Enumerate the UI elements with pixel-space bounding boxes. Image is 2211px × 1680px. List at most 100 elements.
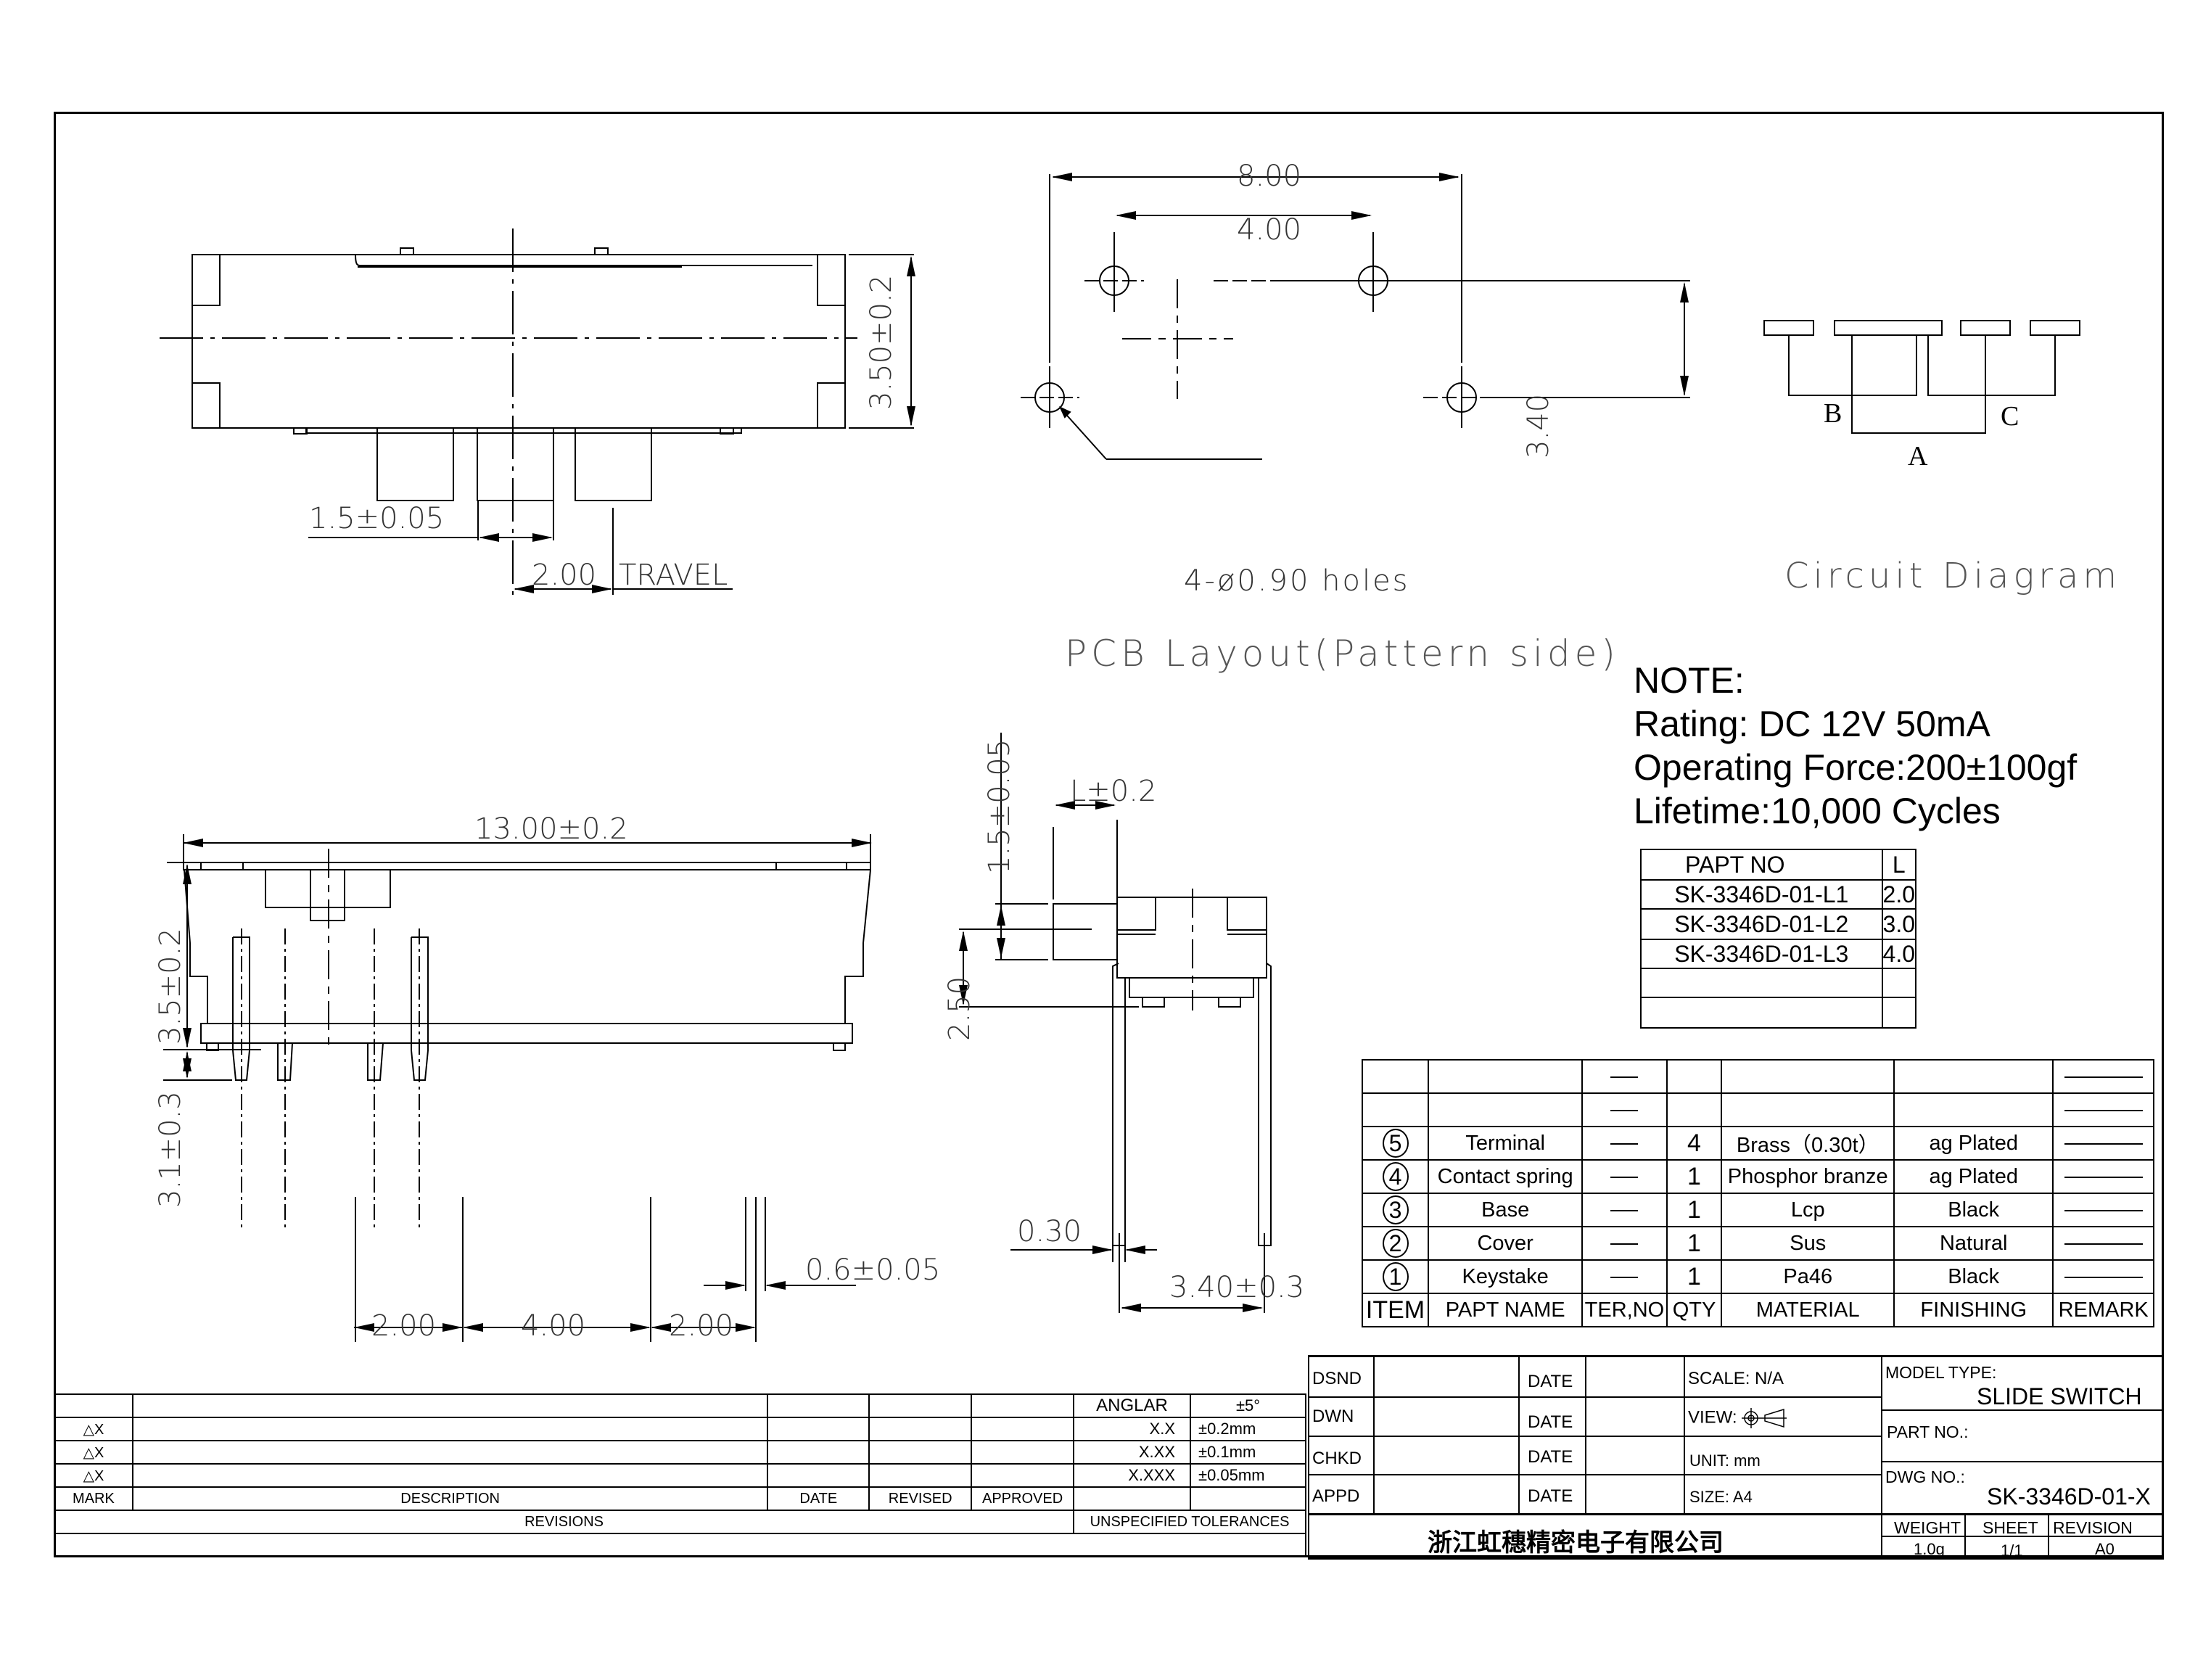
- pcb-holes-label: 4-ø0.90 holes: [1184, 564, 1410, 598]
- pcb-layout-caption: PCB Layout(Pattern side): [1065, 633, 1620, 675]
- notes-rating: Rating: DC 12V 50mA: [1634, 704, 1990, 744]
- col-header-description: DESCRIPTION: [131, 1486, 769, 1511]
- item-number-badge: 1: [1382, 1262, 1409, 1291]
- top-view-outline: [160, 228, 915, 595]
- checked-by-label: CHKD: [1312, 1449, 1362, 1468]
- material-cell: Lcp: [1721, 1193, 1895, 1227]
- qty-cell: 4: [1666, 1126, 1723, 1161]
- part-name-cell: Terminal: [1427, 1126, 1584, 1161]
- scale-label: SCALE: N/A: [1688, 1369, 1784, 1388]
- l-cell: 3.0: [1881, 908, 1917, 940]
- date-label: DATE: [1528, 1486, 1573, 1506]
- revision-mark: △X: [54, 1440, 133, 1465]
- revisions-footer: REVISIONS: [53, 1510, 1075, 1534]
- tolerance-label: X.XXX: [1073, 1463, 1191, 1488]
- tolerance-label: ANGLAR: [1073, 1393, 1191, 1418]
- col-header-date: DATE: [767, 1486, 870, 1511]
- top-view-travel-label: TRAVEL: [619, 559, 728, 592]
- drawn-by-label: DWN: [1312, 1407, 1354, 1426]
- approved-by-label: APPD: [1312, 1486, 1360, 1506]
- col-header-remark: REMARK: [2052, 1293, 2154, 1327]
- notes-operating-force: Operating Force:200±100gf: [1634, 747, 2078, 788]
- material-cell: Brass（0.30t）: [1721, 1126, 1895, 1161]
- side-view-height-dim: 2.50: [943, 976, 976, 1041]
- col-header-finishing: FINISHING: [1893, 1293, 2054, 1327]
- part-name-cell: Cover: [1427, 1226, 1584, 1261]
- view-label: VIEW:: [1688, 1407, 1787, 1430]
- qty-cell: 1: [1666, 1226, 1723, 1261]
- front-view-pitch-dim-1: 2.00: [371, 1309, 437, 1343]
- part-name-cell: Contact spring: [1427, 1159, 1584, 1194]
- weight-value: 1.0g: [1914, 1540, 1945, 1558]
- notes-title: NOTE:: [1634, 660, 1745, 701]
- revision-mark: △X: [54, 1417, 133, 1441]
- top-view-travel-dim: 2.00: [532, 559, 597, 592]
- item-number-badge: 2: [1382, 1229, 1409, 1258]
- size-label: SIZE: A4: [1689, 1488, 1753, 1506]
- side-view-actuator-length-dim: L±0.2: [1070, 775, 1157, 808]
- l-cell: 4.0: [1881, 939, 1917, 969]
- side-view-pin-thickness-dim: 0.30: [1017, 1215, 1082, 1248]
- col-header-ter-no: TER,NO: [1581, 1293, 1668, 1327]
- col-header-qty: QTY: [1666, 1293, 1723, 1327]
- part-no-cell: [1640, 997, 1883, 1029]
- revision-label: REVISION: [2053, 1518, 2133, 1537]
- part-name-cell: Base: [1427, 1193, 1584, 1227]
- col-header-mark: MARK: [54, 1486, 133, 1511]
- model-type-label: MODEL TYPE:: [1885, 1363, 1997, 1382]
- front-view-pitch-dim-2: 4.00: [521, 1309, 586, 1343]
- sheet-value: 1/1: [2001, 1541, 2023, 1560]
- side-view-drawing: [959, 733, 1272, 1313]
- tolerance-value: ±0.2mm: [1190, 1417, 1306, 1441]
- item-number-badge: 5: [1382, 1129, 1409, 1158]
- col-header-item: ITEM: [1362, 1293, 1429, 1327]
- circuit-label-c: C: [2001, 401, 2019, 432]
- circuit-label-b: B: [1824, 398, 1842, 429]
- finishing-cell: ag Plated: [1893, 1126, 2054, 1161]
- date-label: DATE: [1528, 1447, 1573, 1467]
- top-view-actuator-dim: 1.5±0.05: [309, 502, 445, 535]
- item-number-badge: 4: [1382, 1162, 1409, 1191]
- front-view-pitch-dim-3: 2.00: [669, 1309, 734, 1343]
- circuit-diagram-drawing: [1763, 320, 2080, 434]
- finishing-cell: Black: [1893, 1193, 2054, 1227]
- date-label: DATE: [1528, 1412, 1573, 1432]
- finishing-cell: Black: [1893, 1259, 2054, 1294]
- bom-header-row: ITEM PAPT NAME TER,NO QTY MATERIAL FINIS…: [1362, 1293, 2154, 1327]
- unit-label: UNIT: mm: [1689, 1452, 1761, 1470]
- col-header-approved: APPROVED: [971, 1486, 1075, 1511]
- col-header-part-name: PAPT NAME: [1427, 1293, 1584, 1327]
- dwg-no-value: SK-3346D-01-X: [1987, 1483, 2151, 1510]
- tolerance-label: X.XX: [1073, 1440, 1191, 1465]
- tolerance-value: ±0.05mm: [1190, 1463, 1306, 1488]
- projection-view-icon: [1742, 1408, 1787, 1428]
- part-no-cell: SK-3346D-01-L3: [1640, 939, 1883, 969]
- revision-value: A0: [2095, 1540, 2115, 1558]
- date-label: DATE: [1528, 1372, 1573, 1391]
- col-header-revised: REVISED: [868, 1486, 973, 1511]
- dwg-no-label: DWG NO.:: [1885, 1467, 1965, 1486]
- designed-by-label: DSND: [1312, 1369, 1362, 1388]
- material-cell: Phosphor branze: [1721, 1159, 1895, 1194]
- model-type-value: SLIDE SWITCH: [1977, 1383, 2142, 1409]
- col-header-material: MATERIAL: [1721, 1293, 1895, 1327]
- finishing-cell: ag Plated: [1893, 1159, 2054, 1194]
- part-no-label: PART NO.:: [1887, 1422, 1969, 1441]
- revision-mark: △X: [54, 1463, 133, 1488]
- l-header: L: [1881, 849, 1917, 881]
- front-view-pin-width-dim: 0.6±0.05: [805, 1253, 941, 1287]
- material-cell: Pa46: [1721, 1259, 1895, 1294]
- title-block: DSND DATE SCALE: N/A DWN DATE VIEW: CHKD…: [1308, 1355, 2164, 1560]
- notes-block: NOTE: Rating: DC 12V 50mA Operating Forc…: [1634, 659, 2077, 833]
- company-name: 浙江虹穗精密电子有限公司: [1428, 1528, 1724, 1557]
- part-no-cell: SK-3346D-01-L2: [1640, 908, 1883, 940]
- item-number-badge: 3: [1382, 1195, 1409, 1224]
- tolerance-value: ±5°: [1190, 1393, 1306, 1418]
